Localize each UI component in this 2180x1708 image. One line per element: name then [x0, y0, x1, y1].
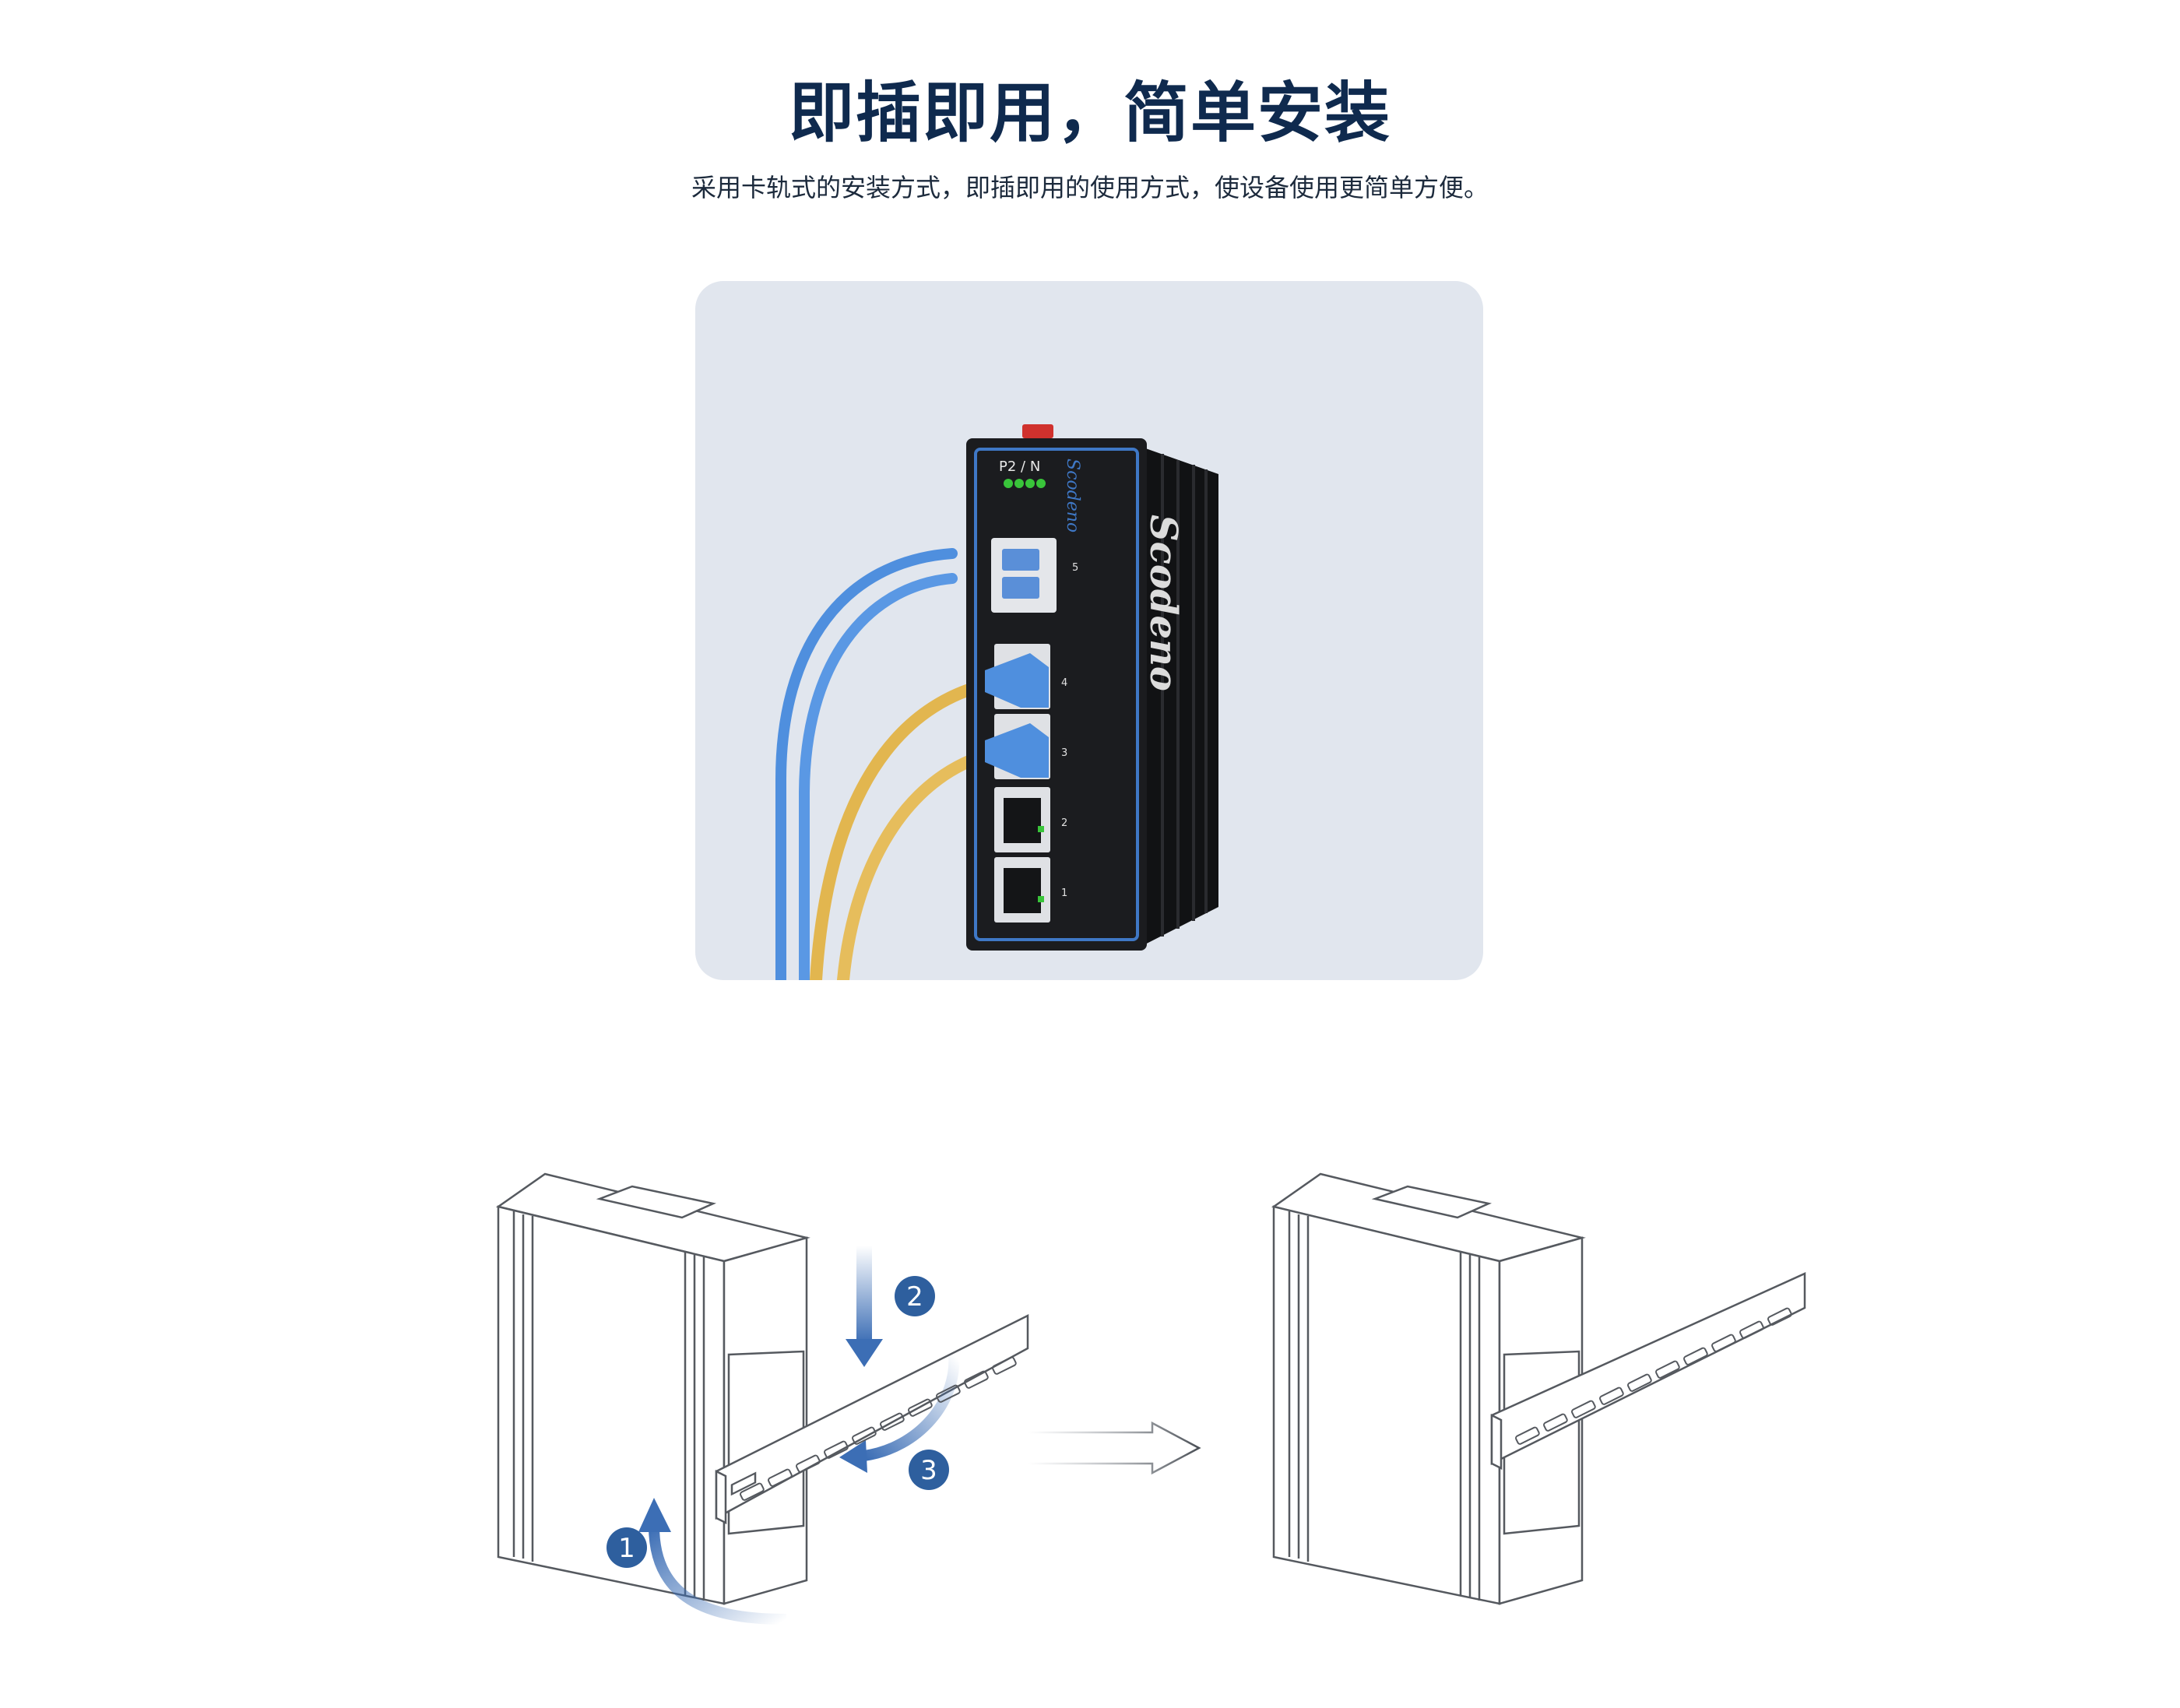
rail-slot	[1599, 1386, 1624, 1405]
front-brand: Scodeno	[1063, 459, 1082, 532]
ethernet-cable-2	[837, 747, 1001, 980]
ethernet-cable-1	[810, 677, 1001, 980]
rail-slot	[1683, 1347, 1708, 1365]
rail-slot	[796, 1454, 821, 1473]
device-fins	[1161, 454, 1208, 937]
port-label-3: 3	[1061, 747, 1067, 759]
rail-slot	[1655, 1360, 1680, 1379]
port-label-4: 4	[1061, 677, 1067, 689]
switch-illustration: Scodeno P2 / N Scodeno 5 4 3 2	[775, 424, 1218, 980]
right-arrow-icon	[1026, 1421, 1201, 1475]
rail-slot	[964, 1370, 989, 1389]
arrow-step-3	[863, 1354, 960, 1461]
svg-text:1: 1	[618, 1533, 635, 1564]
svg-text:2: 2	[906, 1281, 923, 1313]
step-badge-2: 2	[895, 1276, 935, 1316]
rail-slot	[880, 1412, 905, 1431]
rail-slot	[824, 1440, 849, 1459]
port-label-5: 5	[1072, 562, 1078, 574]
device-before-mount	[496, 1172, 810, 1605]
rail-slot	[768, 1468, 793, 1487]
rail-slot	[1543, 1413, 1568, 1432]
rail-slot	[1571, 1400, 1596, 1418]
page-title: 即插即用，简单安装	[788, 75, 1391, 151]
din-rail-install-diagram: 2 3 1	[496, 1172, 1806, 1625]
fiber-cable-1	[775, 548, 958, 980]
rail-slot	[936, 1384, 961, 1403]
device-front-border	[974, 448, 1139, 941]
status-leds	[1004, 479, 1046, 488]
din-rail-right	[1490, 1272, 1806, 1471]
rail-slot	[1711, 1334, 1736, 1352]
rj45-plug-3	[985, 723, 1049, 778]
product-photo-card: Scodeno P2 / N Scodeno 5 4 3 2	[695, 281, 1483, 980]
rail-slot	[740, 1482, 765, 1501]
rail-slot	[908, 1398, 933, 1417]
rail-slot	[852, 1426, 877, 1445]
fiber-cable-2	[799, 573, 958, 980]
svg-text:3: 3	[920, 1455, 937, 1486]
rail-slot	[1739, 1320, 1764, 1339]
port-label-2: 2	[1061, 817, 1067, 829]
step-badge-3: 3	[909, 1450, 949, 1490]
power-connector	[1022, 424, 1053, 438]
led-label: P2 / N	[999, 459, 1040, 475]
device-after-mount	[1271, 1172, 1586, 1605]
rail-slot	[1767, 1307, 1792, 1326]
step-badge-1: 1	[607, 1527, 647, 1568]
arrow-step-1	[649, 1525, 787, 1625]
rail-slot	[1627, 1373, 1652, 1392]
rail-slot	[992, 1356, 1017, 1375]
rail-slot	[1515, 1426, 1540, 1445]
rj45-plug-4	[985, 653, 1049, 708]
device-side-brand: Scodeno	[1141, 515, 1185, 691]
page-subtitle: 采用卡轨式的安装方式，即插即用的使用方式，使设备使用更简单方便。	[691, 173, 1489, 202]
port-label-1: 1	[1061, 887, 1067, 899]
